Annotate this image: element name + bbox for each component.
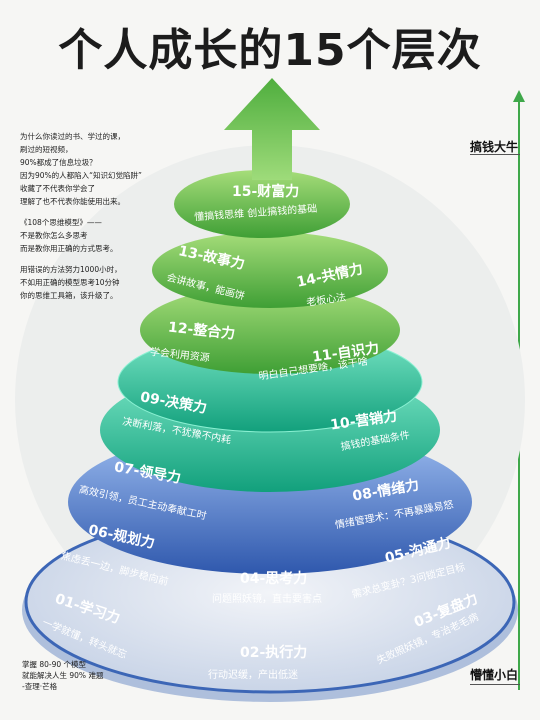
top-level-label: 搞钱大牛 (469, 140, 518, 154)
level-04-name: 04-思考力 (240, 571, 308, 587)
level-04-desc: 问题照妖镜，直击要害点 (212, 594, 322, 605)
level-02-desc: 行动迟缓，产出低迷 (208, 670, 298, 681)
intro-text: 为什么你读过的书、学过的课， 刷过的短视频， 90%都成了信息垃圾？ 因为90%… (20, 130, 160, 310)
bottom-level-tick (470, 684, 520, 685)
intro-paragraph-3: 用错误的方法努力1000小时， 不如用正确的模型思考10分钟 你的思维工具箱，该… (20, 265, 122, 300)
growth-axis-arrowhead (513, 90, 525, 102)
level-15-name: 15-财富力 (232, 184, 300, 200)
bottom-level-label: 懵懂小白 (469, 668, 518, 682)
top-level-tick (470, 154, 520, 155)
footer-quote: 掌握 80-90 个模型 就能解决人生 90% 难题 -查理·芒格 (22, 660, 104, 691)
growth-arrow (224, 78, 320, 180)
page-title: 个人成长的15个层次 (58, 25, 482, 76)
intro-paragraph-1: 为什么你读过的书、学过的课， 刷过的短视频， 90%都成了信息垃圾？ 因为90%… (20, 132, 142, 206)
intro-paragraph-2: 《108个思维模型》—— 不是教你怎么多思考 而是教你用正确的方式思考。 (20, 218, 118, 253)
green-tier-top (174, 170, 350, 238)
level-02-name: 02-执行力 (240, 645, 308, 661)
green-tier-middle (152, 232, 388, 308)
green-tier-lower (140, 286, 400, 374)
